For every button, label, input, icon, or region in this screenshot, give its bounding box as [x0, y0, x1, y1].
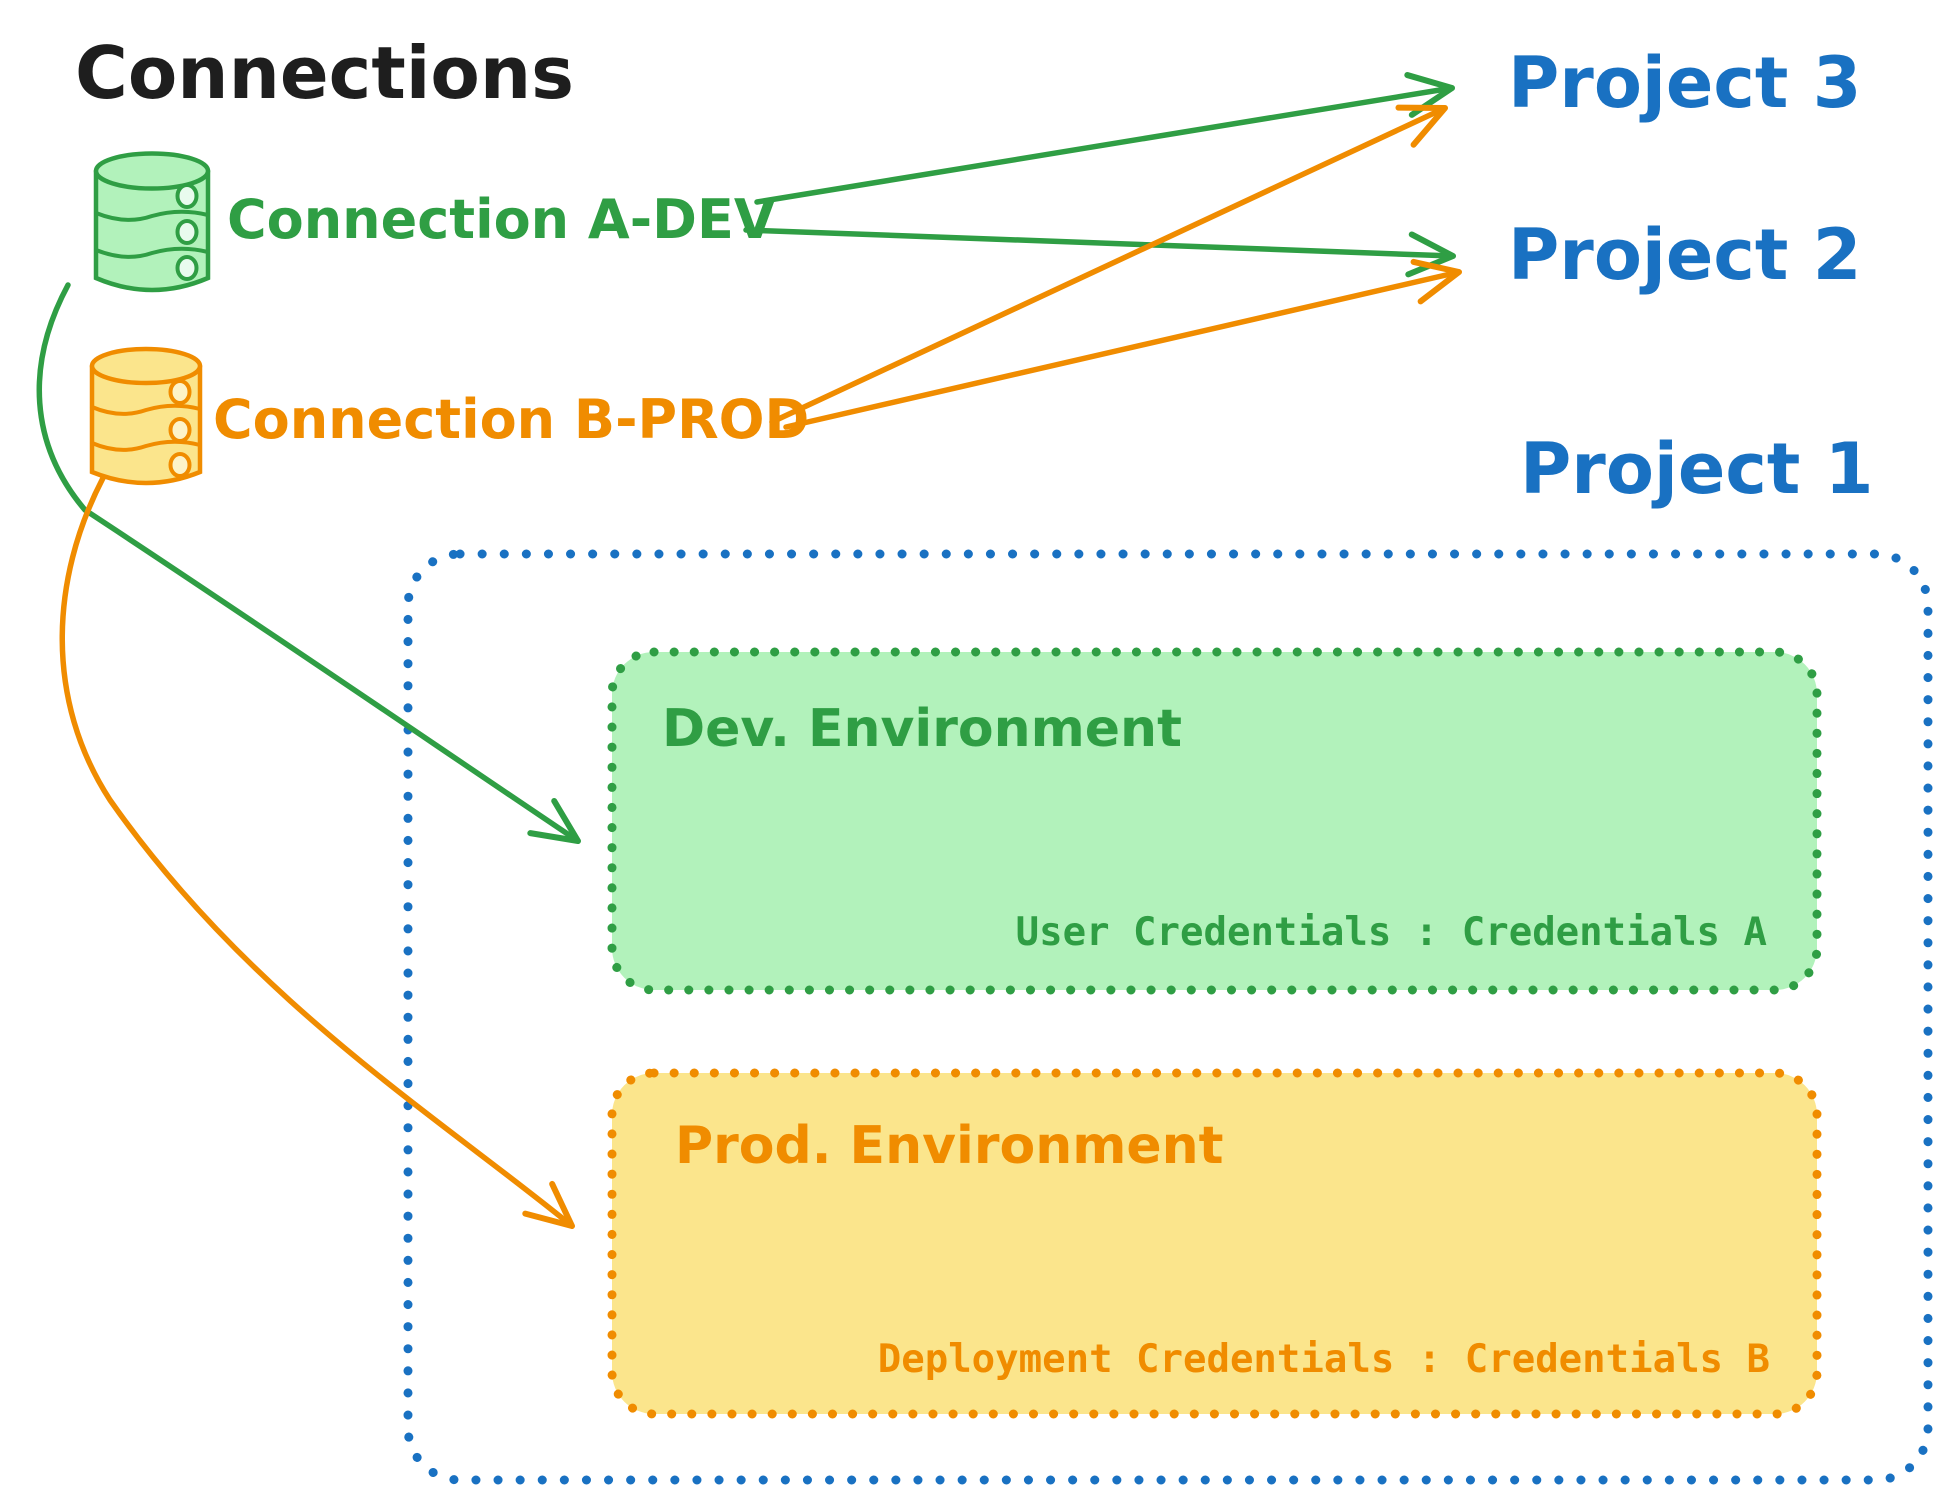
prod-environment-border [607, 1068, 1822, 1419]
connection-a-dev-label: Connection A-DEV [227, 188, 776, 251]
project-1-box-border [403, 549, 1933, 1485]
project-3-label: Project 3 [1508, 42, 1861, 124]
database-icon-prod [89, 346, 203, 486]
project-2-label: Project 2 [1508, 214, 1861, 296]
dev-environment-title: Dev. Environment [662, 699, 1182, 759]
arrow-a-dev-to-project-3 [754, 72, 1455, 205]
connection-arrows [36, 72, 1462, 1229]
connection-a-dev: Connection A-DEV [93, 151, 776, 293]
project-1-container [403, 549, 1933, 1485]
arrow-b-prod-to-project-3 [769, 104, 1448, 425]
arrow-b-prod-to-project-2 [783, 258, 1462, 430]
prod-environment-box: Prod. Environment Deployment Credentials… [607, 1068, 1822, 1419]
connection-b-prod: Connection B-PROD [89, 346, 809, 486]
prod-environment-credentials: Deployment Credentials : Credentials B [878, 1337, 1770, 1382]
page-title: Connections [75, 31, 574, 115]
arrow-a-dev-to-dev-environment [36, 282, 581, 844]
connection-b-prod-label: Connection B-PROD [213, 388, 809, 451]
arrow-a-dev-to-project-2 [743, 227, 1456, 278]
arrow-b-prod-to-prod-environment [59, 475, 575, 1229]
prod-environment-title: Prod. Environment [675, 1116, 1224, 1176]
project-1-label: Project 1 [1520, 428, 1873, 510]
dev-environment-box: Dev. Environment User Credentials : Cred… [607, 647, 1822, 995]
dev-environment-credentials: User Credentials : Credentials A [1016, 910, 1767, 955]
dev-environment-border [607, 647, 1822, 995]
database-icon-dev [93, 151, 211, 293]
